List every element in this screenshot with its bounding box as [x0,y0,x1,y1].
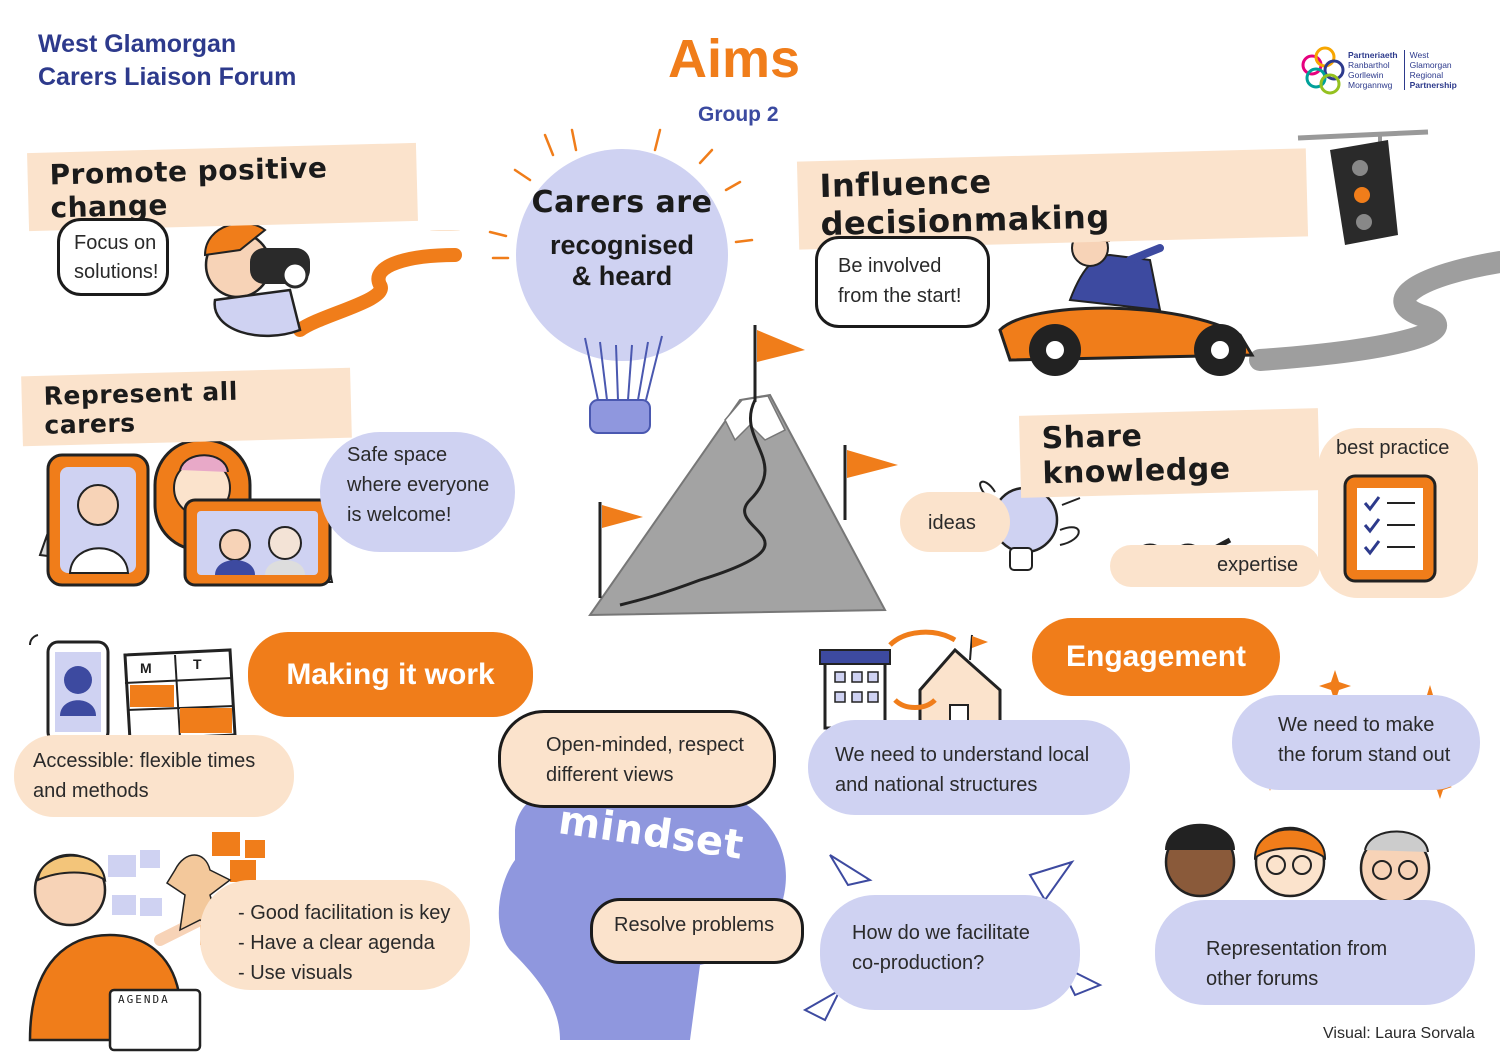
page-title: Aims [668,29,801,89]
logo-welsh-1: Partneriaeth [1348,50,1398,60]
people-faces-icon [1164,823,1431,904]
safe-space-blob [320,432,515,552]
checklist-icon [1343,474,1437,583]
resolve-cloud [590,898,804,964]
standout-line1: We need to make [1278,714,1435,736]
open-minded-cloud [498,710,776,808]
partnership-logo-icon [1301,46,1345,95]
best-practice-label: best practice [1336,437,1450,459]
logo-welsh-3: Gorllewin [1348,70,1384,80]
calendar-m: M [140,660,152,676]
hot-air-balloon-icon [488,128,754,434]
facilitation-item-3: - Use visuals [238,962,353,984]
ideas-blob [900,492,1010,552]
share-heading-banner: Share knowledge [1018,408,1321,498]
spacer [430,230,460,231]
focus-bubble: Focus on solutions! [57,218,169,296]
represent-heading: Represent all carers [43,376,239,440]
balloon-line1: Carers are [531,185,713,220]
org-title-line1: West Glamorgan [38,30,237,58]
involved-bubble: Be involved from the start! [815,236,990,328]
traffic-light-icon [1297,129,1429,245]
making-heading: Making it work [248,632,533,717]
agenda-label: AGENDA [118,993,170,1006]
forums-text: Representation from other forums [1206,934,1387,994]
resolve-text: Resolve problems [614,914,775,936]
coproduction-line1: How do we facilitate [852,922,1030,944]
logo-welsh: Partneriaeth Ranbarthol Gorllewin Morgan… [1348,50,1398,90]
org-title: West Glamorgan Carers Liaison Forum [38,28,296,94]
facilitation-list: - Good facilitation is key - Have a clea… [238,898,450,988]
coproduction-text: How do we facilitate co-production? [852,918,1030,978]
forums-line2: other forums [1206,968,1319,990]
forums-line1: Representation from [1206,938,1388,960]
facilitation-item-2: - Have a clear agenda [238,932,435,954]
accessible-text: Accessible: flexible times and methods [33,746,255,806]
org-title-line2: Carers Liaison Forum [38,63,297,91]
go-kart-icon [998,226,1255,376]
engagement-heading: Engagement [1032,618,1280,696]
influence-heading-banner: Influence decisionmaking [796,148,1309,250]
open-minded-text: Open-minded, respect different views [546,730,744,790]
page-subtitle: Group 2 [698,103,779,126]
involved-line1: Be involved [838,255,942,277]
ideas-label: ideas [928,512,976,534]
calendar-icon [123,648,237,742]
influence-heading: Influence decisionmaking [819,162,1111,244]
balloon-line2: recognised [549,230,695,260]
binoculars-person-icon [203,222,310,338]
path-icon [293,248,462,337]
focus-line1: Focus on [74,232,157,254]
logo-english-3: Regional [1409,70,1444,80]
facilitation-blob [200,880,470,990]
standout-text: We need to make the forum stand out [1278,710,1450,770]
promote-heading: Promote positive change [49,151,328,225]
share-heading: Share knowledge [1041,418,1231,492]
buildings-icon [819,629,1002,734]
credit: Visual: Laura Sorvala [1323,1025,1475,1042]
calendar-t: T [193,656,202,672]
represent-heading-banner: Represent all carers [21,367,352,447]
accessible-line1: Accessible: flexible times [33,750,256,772]
structures-line1: We need to understand local [835,744,1090,766]
safe-line1: Safe space [347,444,448,466]
open-minded-line2: different views [546,764,674,786]
partnership-logo: Partneriaeth Ranbarthol Gorllewin Morgan… [1348,50,1457,90]
logo-welsh-2: Ranbarthol [1348,60,1390,70]
safe-line3: is welcome! [347,504,452,526]
facilitation-item-1: - Good facilitation is key [238,902,451,924]
mountain-icon [588,325,898,617]
accessible-line2: and methods [33,780,149,802]
expertise-label: expertise [1217,554,1299,576]
forums-blob [1155,900,1475,1005]
balloon-text: Carers are recognised & heard [522,185,722,292]
phone-icon [28,634,110,744]
safe-line2: where everyone [347,474,490,496]
structures-text: We need to understand local and national… [835,740,1089,800]
logo-english: West Glamorgan Regional Partnership [1403,50,1457,90]
standout-blob [1232,695,1480,790]
involved-line2: from the start! [838,285,962,307]
coproduction-blob [820,895,1080,1010]
structures-blob [808,720,1130,815]
logo-english-4: Partnership [1409,80,1457,90]
logo-english-1: West [1409,50,1429,60]
photo-frames-icon [38,438,334,587]
focus-line2: solutions! [74,261,159,283]
open-minded-line1: Open-minded, respect [546,734,744,756]
expertise-blob [1110,545,1320,587]
coproduction-line2: co-production? [852,952,985,974]
standout-line2: the forum stand out [1278,744,1451,766]
logo-welsh-4: Morgannwg [1348,80,1393,90]
accessible-blob [14,735,294,817]
balloon-line3: & heard [571,261,673,291]
logo-english-2: Glamorgan [1409,60,1452,70]
structures-line2: and national structures [835,774,1038,796]
road-icon [1249,251,1500,371]
safe-space-text: Safe space where everyone is welcome! [347,440,489,530]
